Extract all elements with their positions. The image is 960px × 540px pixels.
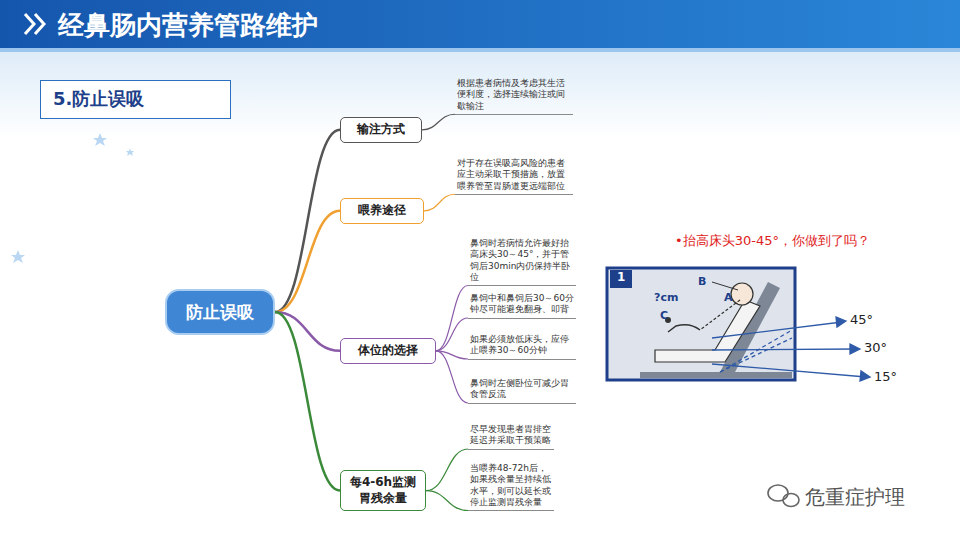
leaf-note: 尽早发现患者胃排空延迟并采取干预策略 <box>468 424 554 450</box>
note-text: •抬高床头30-45°，你做到了吗？ <box>675 233 870 249</box>
leaf-note: 鼻饲时若病情允许最好抬高床头30～45°，并于管饲后30min内仍保持半卧位 <box>468 238 576 286</box>
bed-illustration <box>607 268 795 380</box>
callout-letter: B <box>698 275 706 288</box>
mindmap-branch <box>426 449 468 491</box>
branch-box: 每4-6h监测胃残余量 <box>340 470 426 511</box>
mindmap-branch <box>275 211 340 312</box>
leaf-note: 对于存在误吸高风险的患者应主动采取干预措施，放置喂养管至胃肠道更远端部位 <box>455 158 573 195</box>
leaf-note: 如果必须放低床头，应停止喂养30～60分钟 <box>468 334 576 360</box>
angle-lines <box>712 317 870 381</box>
mindmap-branch <box>426 491 468 511</box>
mindmap-branch <box>436 318 468 351</box>
angle-label: 30° <box>864 340 887 356</box>
node-text: 当喂养48-72h后，如果残余量呈持续低水平，则可以延长或停止监测胃残余量 <box>470 463 552 508</box>
haze <box>0 48 960 138</box>
mindmap-branch <box>275 130 340 312</box>
node-text: 对于存在误吸高风险的患者应主动采取干预措施，放置喂养管至胃肠道更远端部位 <box>457 158 571 192</box>
section-box: 5.防止误吸 <box>40 80 231 119</box>
angle-label: 15° <box>874 369 897 385</box>
node-text: 鼻饲中和鼻饲后30～60分钟尽可能避免翻身、叩背 <box>470 293 574 316</box>
leaf-note: 根据患者病情及考虑其生活便利度，选择连续输注或间歇输注 <box>455 78 573 115</box>
node-text: 每4-6h监测胃残余量 <box>347 475 419 506</box>
node-text: 尽早发现患者胃排空延迟并采取干预策略 <box>470 424 552 447</box>
watermark: 危重症护理 <box>805 485 905 509</box>
header-strip <box>0 48 960 52</box>
branch-box: 输注方式 <box>340 117 422 143</box>
node-text: 鼻饲时左侧卧位可减少胃食管反流 <box>470 378 574 401</box>
leaf-note: 鼻饲时左侧卧位可减少胃食管反流 <box>468 378 576 404</box>
page-title: 经鼻肠内营养管路维护 <box>58 8 318 43</box>
central-node: 防止误吸 <box>165 289 275 335</box>
mindmap-branch <box>424 194 455 211</box>
wechat-icon <box>768 485 799 507</box>
stars <box>11 133 134 263</box>
figure-number: 1 <box>617 270 625 284</box>
leaf-note: 当喂养48-72h后，如果残余量呈持续低水平，则可以延长或停止监测胃残余量 <box>468 463 554 511</box>
branch-box: 喂养途径 <box>340 198 424 224</box>
mindmap-branch <box>436 286 468 351</box>
callout-letter: A <box>724 291 733 304</box>
mindmap-branch <box>275 312 340 491</box>
mindmap-branch <box>422 114 455 130</box>
node-text: 防止误吸 <box>173 301 267 323</box>
node-text: 鼻饲时若病情允许最好抬高床头30～45°，并于管饲后30min内仍保持半卧位 <box>470 238 574 283</box>
mindmap-branch <box>436 351 468 403</box>
dimension: ?cm <box>654 291 678 304</box>
branch-box: 体位的选择 <box>340 338 436 364</box>
node-text: 喂养途径 <box>347 203 417 219</box>
node-text: 根据患者病情及考虑其生活便利度，选择连续输注或间歇输注 <box>457 78 571 112</box>
angle-label: 45° <box>850 312 873 328</box>
node-text: 输注方式 <box>347 122 415 138</box>
leaf-note: 鼻饲中和鼻饲后30～60分钟尽可能避免翻身、叩背 <box>468 293 576 319</box>
node-text: 体位的选择 <box>347 343 429 359</box>
node-text: 5.防止误吸 <box>53 87 218 110</box>
node-text: 如果必须放低床头，应停止喂养30～60分钟 <box>470 334 574 357</box>
callout-letter: C <box>660 309 668 322</box>
header-bar <box>0 0 960 48</box>
chevron-icon <box>25 14 44 34</box>
